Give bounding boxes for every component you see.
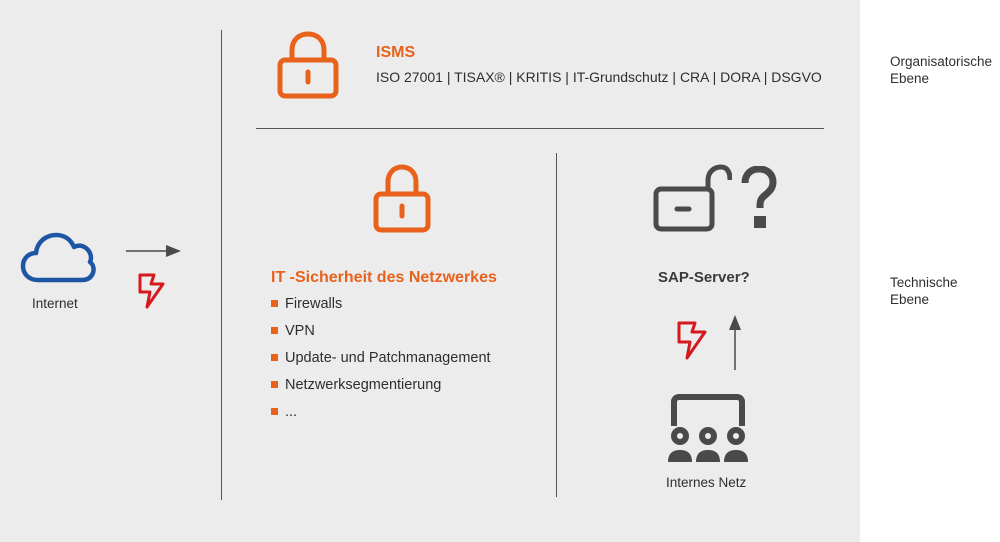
network-lock-icon — [373, 164, 431, 233]
bullet-icon — [271, 408, 278, 415]
lightning-threat-icon — [677, 321, 707, 360]
open-lock-icon — [653, 164, 732, 232]
network-security-list: Firewalls VPN Update- und Patchmanagemen… — [271, 290, 491, 425]
level-organisational: Organisatorische Ebene — [890, 54, 993, 86]
bullet-icon — [271, 327, 278, 334]
list-item: VPN — [271, 317, 491, 344]
level-technical: Technische Ebene — [890, 275, 958, 307]
lightning-threat-icon — [138, 273, 165, 309]
network-security-title: IT -Sicherheit des Netzwerkes — [271, 269, 497, 286]
list-item: Netzwerksegmentierung — [271, 371, 491, 398]
arrow-up-icon — [729, 315, 741, 370]
sap-server-title: SAP-Server? — [658, 269, 750, 286]
divider-internet — [221, 30, 222, 500]
isms-title: ISMS — [376, 44, 416, 61]
isms-lock-icon — [277, 31, 339, 99]
divider-sap — [556, 153, 557, 497]
bullet-icon — [271, 354, 278, 361]
arrow-right-icon — [126, 245, 181, 257]
bullet-icon — [271, 300, 278, 307]
list-item: Update- und Patchmanagement — [271, 344, 491, 371]
divider-levels — [256, 128, 824, 129]
isms-standards: ISO 27001 | TISAX® | KRITIS | IT-Grundsc… — [376, 69, 822, 85]
cloud-icon — [20, 232, 96, 283]
list-item: ... — [271, 398, 491, 425]
internal-network-label: Internes Netz — [666, 475, 747, 490]
network-users-icon — [668, 394, 748, 462]
bullet-icon — [271, 381, 278, 388]
internet-label: Internet — [32, 296, 78, 311]
diagram-panel — [0, 0, 860, 542]
question-mark-icon — [741, 166, 777, 228]
list-item: Firewalls — [271, 290, 491, 317]
